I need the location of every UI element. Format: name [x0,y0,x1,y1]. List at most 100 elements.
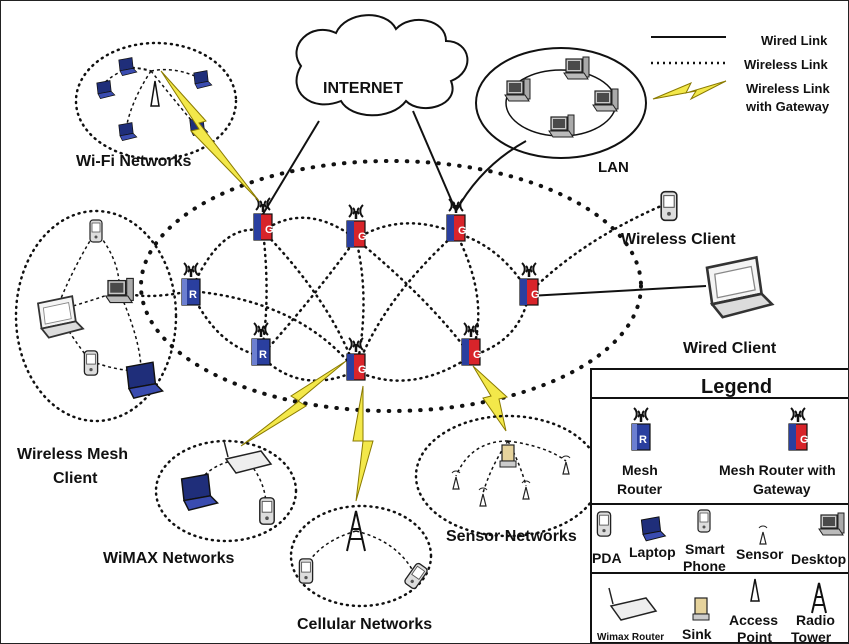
laptop-icon [118,57,138,76]
laptop-icon [96,80,116,99]
wifi-label: Wi-Fi Networks [76,153,192,170]
legend-sink-label: Sink [682,626,712,642]
legend-desktop-icon [818,512,845,536]
gateway-router-icon: G [447,199,467,241]
legend-mesh-router-label-1: Mesh [622,462,658,478]
legend-panel: Legend R Mesh Router G Mesh Router with … [590,368,848,644]
sink-icon [499,444,517,468]
lan-desktop-icon [563,56,590,80]
wimax-network: WiMAX Networks [103,439,298,567]
legend-desktop-label: Desktop [791,551,846,567]
legend-gateway-router-icon: G [789,408,809,450]
legend-mesh-router-icon: R [632,408,650,450]
wimax-router-icon [223,440,273,474]
lan-desktop-icon [504,78,531,102]
gateway-link-label-2: with Gateway [745,99,830,114]
wired-client-label: Wired Client [683,340,777,357]
gateway-router-icon: G [347,338,367,380]
bolt-icon [472,365,509,432]
laptop-icon [705,256,774,319]
bolt-icon [352,385,374,502]
internet-label: INTERNET [323,80,403,97]
wireless-link-label: Wireless Link [744,57,828,72]
svg-text:G: G [358,231,367,243]
phone-icon [660,190,678,222]
svg-text:R: R [189,289,197,301]
mesh-router-icon: R [182,263,200,305]
legend-radio-label-1: Radio [796,612,835,628]
legend-gw-router-label-2: Gateway [753,481,811,497]
legend-pda-icon [596,511,612,537]
laptop-icon [193,70,213,89]
gateway-router-icon: G [462,323,482,365]
wmc-label-2: Client [53,470,98,487]
gateway-router-icon: G [520,263,540,305]
desktop-icon [105,277,134,304]
legend-smart-label-2: Phone [683,558,726,574]
lan-label: LAN [598,159,629,176]
legend-smart-phone-icon [697,509,711,533]
radio-tower-icon [346,510,366,552]
line-legend: Wired Link Wireless Link Wireless Link w… [651,33,830,114]
wired-links [262,110,707,297]
sensor-icon [451,470,461,490]
svg-text:G: G [800,434,809,446]
lan-cluster: LAN [475,47,647,176]
svg-text:G: G [265,224,274,236]
phone-icon [402,561,430,591]
cellular-label: Cellular Networks [297,616,432,633]
svg-text:G: G [531,289,540,301]
gateway-bolts [160,70,509,502]
legend-mesh-router-label-2: Router [617,481,663,497]
mesh-routers: G G G G G G R R [182,198,540,380]
legend-sensor-label: Sensor [736,546,784,562]
wifi-network: Wi-Fi Networks [74,41,238,170]
mesh-router-icon: R [252,323,270,365]
lan-desktop-icon [592,88,619,112]
svg-text:R: R [639,434,647,446]
sensor-icon [561,455,571,475]
gateway-link-bolt-icon [652,80,727,101]
wired-link-label: Wired Link [761,33,828,48]
svg-text:R: R [259,349,267,361]
bolt-icon [160,70,260,202]
lan-desktop-icon [548,114,575,138]
smart-phone-icon [259,497,275,525]
sensor-network: Sensor Networks [414,414,602,545]
wireless-client-label: Wireless Client [621,231,736,248]
wireless-client: Wireless Client [621,190,736,248]
cellular-network: Cellular Networks [289,504,432,633]
mesh-backbone-ring [139,159,643,413]
legend-pda-label: PDA [592,550,622,566]
gateway-link-label-1: Wireless Link [746,81,830,96]
svg-text:G: G [458,225,467,237]
legend-smart-label-1: Smart [685,541,725,557]
gateway-router-icon: G [347,205,367,247]
legend-radio-label-2: Tower [791,629,832,644]
legend-title: Legend [701,376,772,398]
laptop-icon [37,295,84,339]
internet-cloud: INTERNET [295,14,469,117]
svg-text:G: G [473,349,482,361]
pda-icon [83,350,99,376]
laptop-icon [125,361,164,399]
wireless-mesh-client: Wireless Mesh Client [14,209,178,487]
legend-laptop-label: Laptop [629,544,676,560]
gateway-router-icon: G [254,198,274,240]
legend-sink-icon [692,597,710,621]
wmc-label-1: Wireless Mesh [17,446,128,463]
wimax-label: WiMAX Networks [103,550,235,567]
legend-access-point-icon [750,578,760,602]
sensor-label: Sensor Networks [446,528,577,545]
laptop-icon [180,473,219,511]
access-point-icon [150,80,160,107]
sensor-icon [521,480,531,500]
legend-ap-label-1: Access [729,612,778,628]
smart-phone-icon [89,219,103,243]
phone-icon [298,558,314,584]
legend-wimax-router-icon [608,587,658,621]
laptop-icon [118,122,138,141]
legend-gw-router-label-1: Mesh Router with [719,462,836,478]
